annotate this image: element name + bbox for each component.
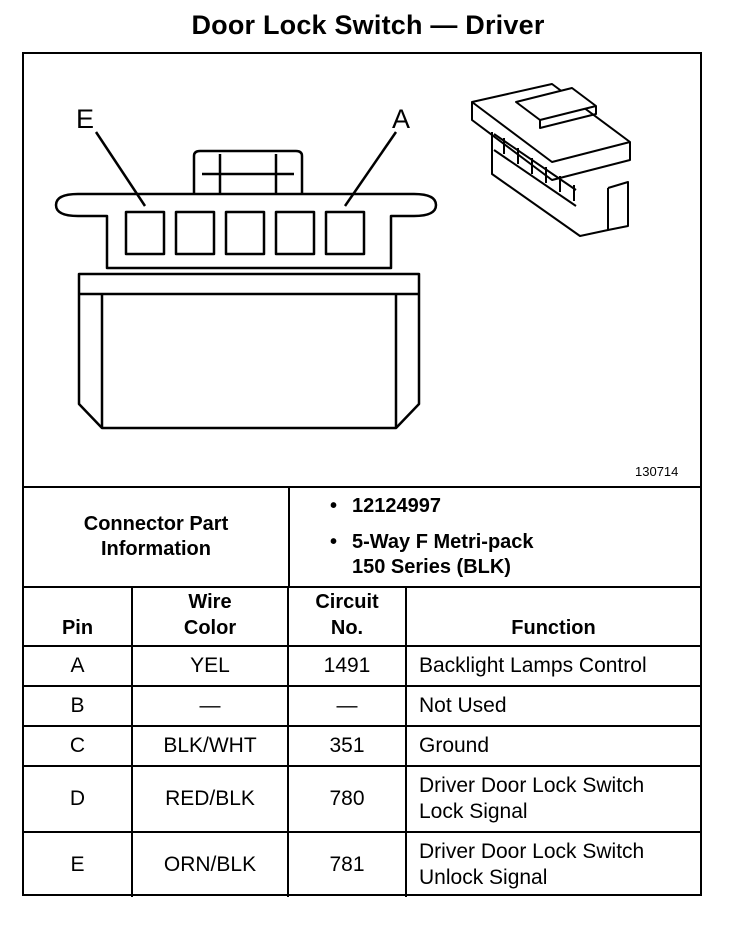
pin-cell: C [24, 725, 133, 767]
connector-diagram: E A 130714 [24, 54, 700, 488]
pin-a-label: A [392, 104, 410, 134]
connector-sheet: E A 130714 Connector Part Information • … [22, 52, 702, 897]
function-line1: Ground [419, 734, 490, 757]
table-row: B — — Not Used [24, 685, 700, 727]
function-cell: Driver Door Lock Switch Lock Signal [405, 765, 700, 833]
header-wire-color: Wire Color [131, 588, 289, 647]
header-wire-color-line2: Color [183, 617, 237, 639]
part-info-label-line1: Connector Part [83, 513, 229, 535]
pin-cell: E [24, 831, 133, 897]
function-cell: Ground [405, 725, 700, 767]
pin-table: Pin Wire Color Circuit No. Function A YE… [24, 588, 700, 897]
page-title: Door Lock Switch — Driver [191, 10, 545, 40]
header-function: Function [405, 588, 700, 647]
connector-latch [192, 149, 304, 194]
header-circuit-line1: Circuit [315, 591, 379, 613]
connector-flange [54, 192, 438, 270]
bullet-icon: • [330, 531, 338, 553]
pin-e-label: E [76, 104, 94, 134]
wire-color-cell: — [131, 685, 289, 727]
function-line1: Not Used [419, 694, 507, 717]
connector-drawing: E A 130714 [54, 83, 678, 479]
connector-iso-view [471, 83, 631, 237]
pin-cell: D [24, 765, 133, 833]
pin-cavity-a [324, 210, 366, 256]
reference-number: 130714 [635, 464, 678, 479]
function-cell: Not Used [405, 685, 700, 727]
part-description-line1: 5-Way F Metri-pack [352, 531, 534, 553]
header-circuit-line2: No. [330, 617, 364, 639]
function-line1: Driver Door Lock Switch [419, 774, 645, 797]
table-row: A YEL 1491 Backlight Lamps Control [24, 645, 700, 687]
table-row: D RED/BLK 780 Driver Door Lock Switch Lo… [24, 765, 700, 833]
part-info-details: • 12124997 • 5-Way F Metri-pack 150 Seri… [290, 488, 700, 586]
function-line1: Driver Door Lock Switch [419, 840, 645, 863]
circuit-cell: — [287, 685, 407, 727]
header-wire-color-line1: Wire [188, 591, 232, 613]
function-cell: Backlight Lamps Control [405, 645, 700, 687]
pin-cavity-e [124, 210, 166, 256]
table-row: E ORN/BLK 781 Driver Door Lock Switch Un… [24, 831, 700, 897]
function-line2: Lock Signal [419, 800, 528, 823]
wire-color-cell: BLK/WHT [131, 725, 289, 767]
pin-cell: B [24, 685, 133, 727]
pin-e-leader [94, 131, 147, 207]
pin-cavity-c [224, 210, 266, 256]
wire-color-cell: ORN/BLK [131, 831, 289, 897]
circuit-cell: 351 [287, 725, 407, 767]
wire-color-cell: RED/BLK [131, 765, 289, 833]
function-line2: Unlock Signal [419, 866, 548, 889]
header-pin: Pin [24, 588, 133, 647]
table-row: C BLK/WHT 351 Ground [24, 725, 700, 767]
circuit-cell: 1491 [287, 645, 407, 687]
part-description-line2: 150 Series (BLK) [352, 556, 511, 578]
function-cell: Driver Door Lock Switch Unlock Signal [405, 831, 700, 897]
bullet-icon: • [330, 495, 338, 517]
circuit-cell: 780 [287, 765, 407, 833]
pin-a-leader [343, 131, 398, 207]
part-info-label: Connector Part Information [24, 488, 290, 586]
header-circuit: Circuit No. [287, 588, 407, 647]
part-info-label-line2: Information [101, 538, 211, 560]
pin-table-header: Pin Wire Color Circuit No. Function [24, 588, 700, 647]
connector-part-info: Connector Part Information • 12124997 • … [24, 488, 700, 588]
pin-cell: A [24, 645, 133, 687]
pin-cavity-b [274, 210, 316, 256]
wire-color-cell: YEL [131, 645, 289, 687]
function-line1: Backlight Lamps Control [419, 654, 647, 677]
connector-body [77, 272, 421, 430]
part-number: 12124997 [352, 495, 441, 517]
circuit-cell: 781 [287, 831, 407, 897]
pin-cavity-d [174, 210, 216, 256]
